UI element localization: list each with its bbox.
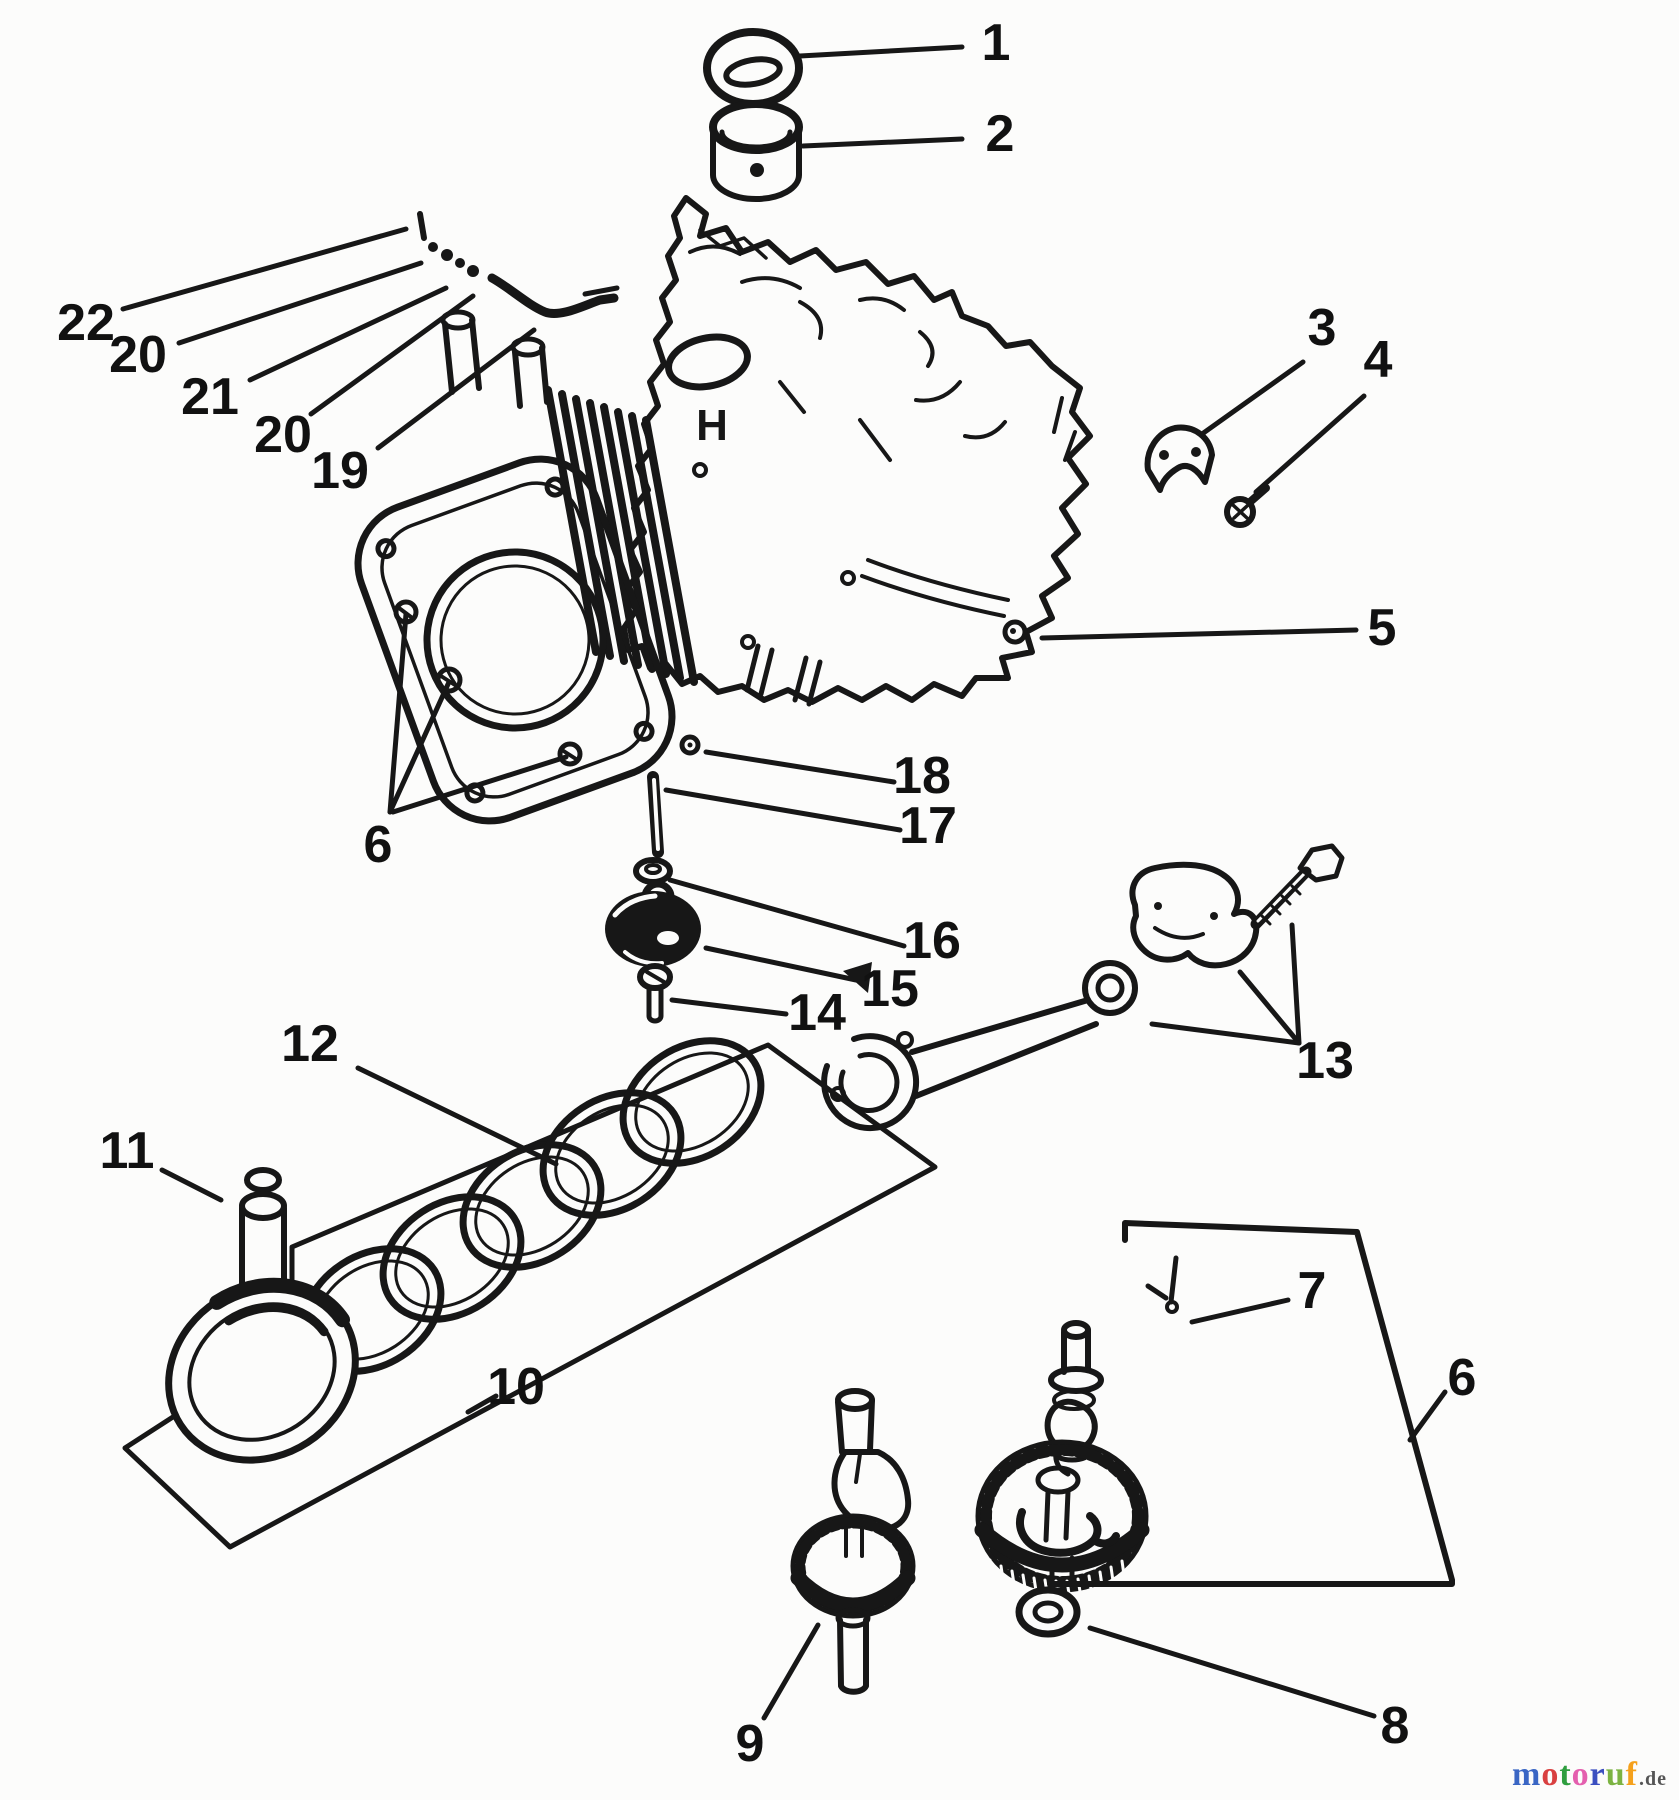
callout-label-4: 4	[1364, 331, 1393, 389]
callout-label-13: 13	[1296, 1032, 1354, 1090]
leader-line-13	[1289, 922, 1302, 1046]
callout-label-6: 6	[1448, 1349, 1477, 1407]
callout-label-16: 16	[903, 912, 961, 970]
watermark-letter: o	[1571, 1756, 1590, 1793]
dowel-pin	[1145, 1255, 1179, 1314]
speed-nut-16	[633, 857, 673, 885]
leader-line-8	[1087, 1625, 1377, 1719]
leader-line-17	[663, 787, 903, 833]
callout-label-5: 5	[1368, 599, 1397, 657]
screw-14	[637, 963, 673, 1024]
ring-set-outline	[122, 1042, 938, 1550]
watermark-letter: t	[1559, 1756, 1572, 1793]
cylinder-face	[354, 455, 676, 825]
callout-label-19: 19	[311, 442, 369, 500]
callout-label-8: 8	[1381, 1697, 1410, 1755]
oil-plug	[1002, 619, 1028, 645]
leader-line-16	[667, 877, 907, 949]
watermark-suffix: .de	[1639, 1768, 1667, 1790]
watermark-letter: m	[1512, 1756, 1542, 1793]
leader-line-2	[800, 136, 965, 149]
rod-cap	[1129, 861, 1260, 969]
balance-gear	[790, 1388, 916, 1695]
callout-label-22: 22	[57, 294, 115, 352]
callout-label-11: 11	[100, 1122, 155, 1180]
callout-label-10: 10	[487, 1358, 545, 1416]
leader-line-10	[465, 1393, 499, 1415]
leader-line-5	[1039, 627, 1359, 641]
piston	[165, 1277, 359, 1464]
leader-line-9	[761, 1622, 821, 1721]
leader-line-21	[247, 285, 449, 383]
rod-bolt	[1250, 843, 1345, 930]
callout-label-7: 7	[1298, 1262, 1327, 1320]
leader-line-13	[1149, 1021, 1302, 1046]
leader-line-4	[1253, 393, 1367, 495]
callout-label-20: 20	[254, 406, 312, 464]
cylinder-fins	[544, 386, 698, 686]
leader-line-12	[355, 1065, 559, 1167]
watermark-letter: o	[1541, 1756, 1560, 1793]
watermark-letter: f	[1625, 1756, 1638, 1793]
ring-part	[703, 28, 803, 108]
angle-bracket	[1144, 424, 1215, 493]
camshaft-group-outline	[1047, 1220, 1455, 1587]
callout-label-18: 18	[893, 747, 951, 805]
callout-label-21: 21	[181, 368, 239, 426]
leader-line-19	[375, 327, 537, 451]
compression-release-hook	[1016, 1508, 1120, 1557]
callout-label-15: 15	[861, 960, 919, 1018]
leader-line-22	[120, 226, 409, 312]
callout-label-2: 2	[986, 105, 1015, 163]
callout-label-20: 20	[109, 326, 167, 384]
leader-line-6	[390, 754, 569, 815]
callout-label-6: 6	[364, 816, 393, 874]
governor-rod	[487, 273, 619, 318]
leader-line-20	[176, 260, 424, 346]
callout-label-9: 9	[736, 1715, 765, 1773]
exploded-view-art: H	[122, 28, 1455, 1695]
small-bolt	[1224, 484, 1270, 528]
leader-line-6	[1407, 1389, 1448, 1443]
crankcase-body: H	[440, 195, 1093, 707]
cylinder-bore	[423, 548, 607, 732]
leader-line-13	[1237, 969, 1302, 1046]
leader-line-15	[703, 945, 859, 983]
oil-fill-boss	[665, 333, 751, 391]
watermark-logo: motoruf.de	[1512, 1756, 1667, 1794]
thrust-washer	[1015, 1586, 1081, 1638]
leader-arrowhead-15	[843, 962, 872, 993]
watermark-letter: r	[1589, 1756, 1606, 1793]
small-pin-spring-ball-group	[417, 211, 620, 318]
callout-label-12: 12	[281, 1015, 339, 1073]
callout-label-3: 3	[1308, 299, 1337, 357]
leader-line-7	[1189, 1297, 1291, 1325]
watermark-letter: u	[1605, 1756, 1626, 1793]
governor-gear-15	[605, 880, 701, 967]
callout-label-17: 17	[899, 797, 957, 855]
leader-line-6	[387, 611, 409, 815]
case-marking-h: H	[696, 401, 728, 450]
leader-line-1	[797, 44, 965, 59]
leader-line-20	[308, 293, 476, 417]
callout-label-14: 14	[788, 984, 846, 1042]
leader-line-3	[1199, 359, 1306, 437]
leader-line-11	[159, 1167, 224, 1203]
connecting-rod	[821, 960, 1138, 1132]
governor-group	[605, 734, 701, 1024]
leader-line-6	[387, 679, 452, 815]
watermark-word: motoruf	[1512, 1756, 1638, 1793]
leader-line-18	[703, 749, 897, 785]
leader-line-14	[669, 997, 789, 1017]
ball-18	[679, 734, 701, 756]
camshaft-assembly	[974, 1320, 1150, 1602]
bushing-part	[709, 100, 803, 202]
callout-label-1: 1	[982, 14, 1011, 72]
piston-rings	[299, 1037, 765, 1375]
